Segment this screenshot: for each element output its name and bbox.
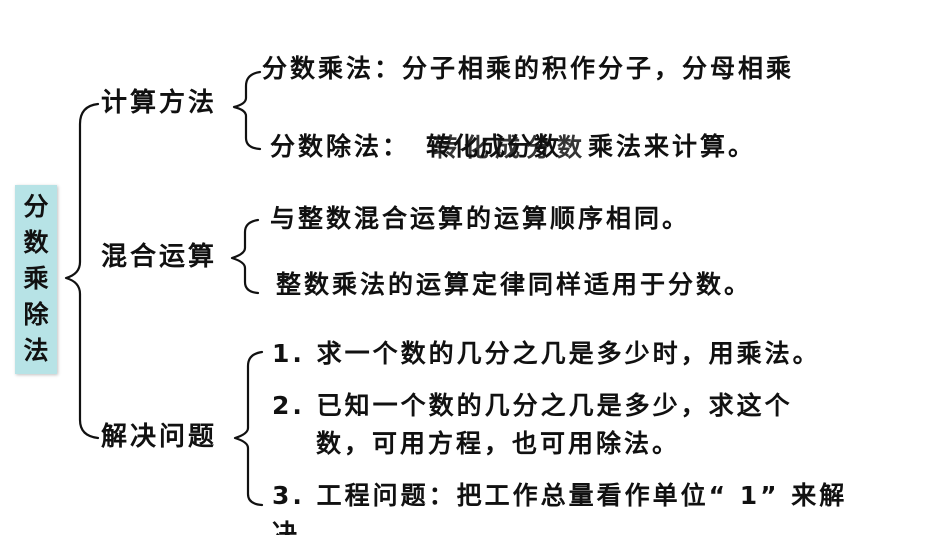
item-mixed-order: 与整数混合运算的运算顺序相同。 bbox=[270, 204, 691, 233]
garbled-text-layer-2: 转化成分数 bbox=[433, 133, 589, 162]
item-problem-3-line-2: 决。 bbox=[272, 519, 329, 535]
item-fraction-division-label: 分数除法： bbox=[270, 132, 411, 161]
item-problem-1: 1. 求一个数的几分之几是多少时，用乘法。 bbox=[272, 339, 821, 368]
main-brace bbox=[64, 102, 100, 440]
section-title-calculation: 计算方法 bbox=[101, 88, 218, 118]
item-problem-2-line-1: 2. 已知一个数的几分之几是多少，求这个 bbox=[272, 391, 793, 420]
item-fraction-multiplication: 分数乘法：分子相乘的积作分子，分母相乘 bbox=[262, 54, 795, 83]
item-problem-2-line-2: 数，可用方程，也可用除法。 bbox=[316, 429, 681, 458]
garbled-overlapping-text: 转化成分数 转化成分数 bbox=[426, 132, 588, 162]
item-fraction-division-tail: 乘法来计算。 bbox=[588, 132, 757, 161]
item-problem-3-line-1: 3. 工程问题：把工作总量看作单位“ 1” 来解 bbox=[272, 481, 848, 510]
garbled-text-layer-1: 转化成分数 bbox=[426, 132, 562, 161]
section-title-problem-solving: 解决问题 bbox=[101, 422, 218, 452]
brace-section-3 bbox=[233, 350, 264, 507]
item-mixed-laws: 整数乘法的运算定律同样适用于分数。 bbox=[276, 270, 753, 299]
root-node: 分 数 乘 除 法 bbox=[15, 185, 57, 374]
section-title-mixed-operations: 混合运算 bbox=[101, 242, 218, 272]
brace-section-2 bbox=[230, 218, 260, 295]
root-label: 分 数 乘 除 法 bbox=[23, 192, 49, 365]
brace-section-1 bbox=[232, 70, 262, 151]
